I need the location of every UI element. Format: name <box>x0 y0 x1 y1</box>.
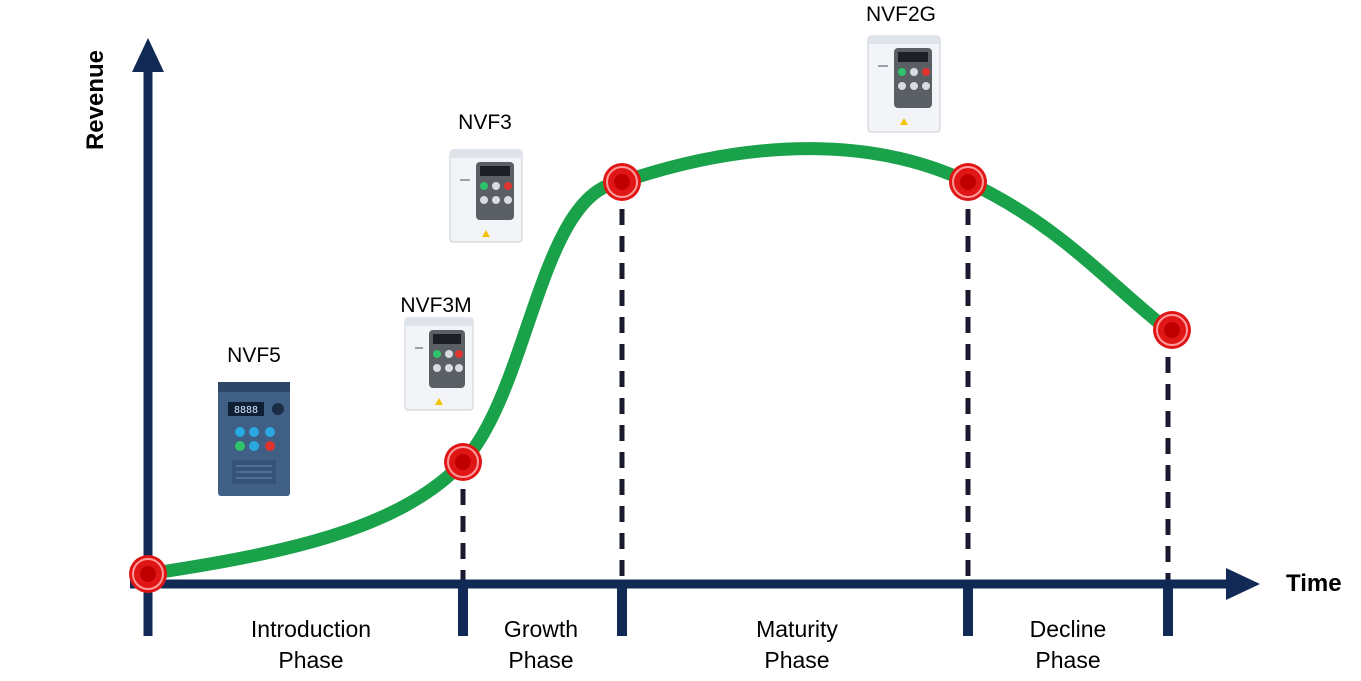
phase-label-line: Phase <box>278 647 344 673</box>
svg-text:8888: 8888 <box>234 405 258 416</box>
product-label-nvf5: NVF5 <box>227 344 281 367</box>
axis-tick-end <box>1163 584 1173 636</box>
phase-label-line: Phase <box>508 647 574 673</box>
nvf5-device-image: 8888 <box>218 382 290 496</box>
milestone-marker-end <box>1153 311 1191 349</box>
x-axis-arrowhead <box>1226 568 1260 600</box>
phase-label-maturity: Maturity Phase <box>756 614 838 676</box>
nvf3-device-image <box>449 149 523 243</box>
phase-label-line: Decline <box>1029 616 1107 642</box>
phase-label-line: Phase <box>764 647 830 673</box>
product-label-nvf3m: NVF3M <box>400 294 472 317</box>
axis-tick-growth <box>458 584 468 636</box>
milestone-marker-decline <box>949 163 987 201</box>
phase-label-line: Introduction <box>250 616 372 642</box>
nvf3m-device-image <box>404 317 474 411</box>
life-cycle-curve <box>141 142 1175 581</box>
product-label-nvf2g: NVF2G <box>865 3 937 26</box>
y-axis-label: Revenue <box>82 49 109 151</box>
nvf2g-device-image <box>867 35 941 133</box>
product-label-nvf3: NVF3 <box>458 111 512 134</box>
milestone-marker-maturity <box>603 163 641 201</box>
y-axis-arrowhead <box>132 38 164 72</box>
phase-label-line: Growth <box>503 616 579 642</box>
phase-label-decline: Decline Phase <box>1030 614 1107 676</box>
phase-label-line: Phase <box>1035 647 1101 673</box>
axis-tick-maturity <box>617 584 627 636</box>
milestone-marker-growth <box>444 443 482 481</box>
axis-tick-decline <box>963 584 973 636</box>
phase-label-line: Maturity <box>756 616 838 642</box>
phase-label-growth: Growth Phase <box>504 614 578 676</box>
x-axis-label: Time <box>1286 570 1342 597</box>
phase-label-introduction: Introduction Phase <box>251 614 371 676</box>
milestone-marker-start <box>129 555 167 593</box>
